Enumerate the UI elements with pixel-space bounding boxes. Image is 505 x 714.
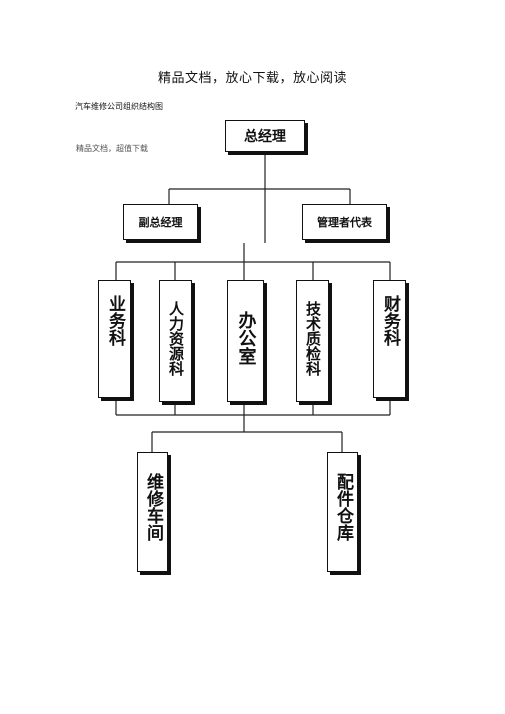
node-finance-dept-label: 财务科 — [380, 295, 400, 346]
document-title: 汽车维修公司组织结构图 — [75, 102, 163, 111]
watermark-text: 精品文档，超值下载 — [76, 144, 148, 153]
node-office-label: 办公室 — [235, 311, 257, 365]
node-hr-dept-label: 人力资源科 — [167, 301, 185, 376]
node-deputy-general-manager: 副总经理 — [123, 204, 198, 240]
node-finance-dept: 财务科 — [373, 280, 406, 398]
node-parts-warehouse: 配件仓库 — [327, 452, 358, 572]
node-management-representative: 管理者代表 — [302, 204, 387, 240]
node-business-dept: 业务科 — [98, 280, 131, 398]
node-deputy-general-manager-label: 副总经理 — [138, 216, 183, 229]
node-repair-workshop: 维修车间 — [137, 452, 168, 572]
node-repair-workshop-label: 维修车间 — [143, 473, 163, 541]
node-tech-qc-dept: 技术质检科 — [296, 280, 329, 402]
page-header-text: 精品文档，放心下载，放心阅读 — [157, 71, 347, 86]
node-parts-warehouse-label: 配件仓库 — [333, 473, 353, 541]
node-management-representative-label: 管理者代表 — [317, 216, 372, 229]
node-business-dept-label: 业务科 — [105, 295, 125, 346]
node-office: 办公室 — [227, 280, 264, 402]
node-general-manager: 总经理 — [225, 120, 305, 152]
node-hr-dept: 人力资源科 — [159, 280, 192, 402]
node-tech-qc-dept-label: 技术质检科 — [304, 301, 322, 376]
node-general-manager-label: 总经理 — [244, 129, 286, 145]
